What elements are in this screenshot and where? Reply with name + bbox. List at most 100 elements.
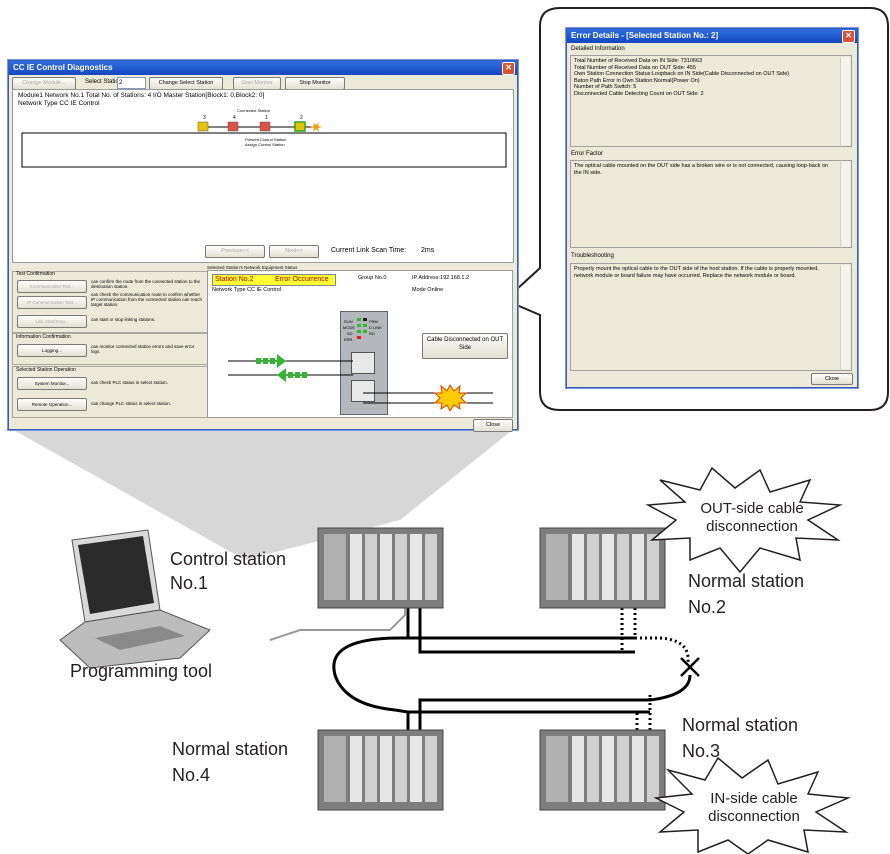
detail-line: Total Number of Received Data on IN Side… — [574, 58, 703, 64]
station-2-icon — [294, 121, 306, 132]
detail-line: Own Station Connection Status:Loopback o… — [574, 71, 790, 78]
station-number-2: 2 — [300, 115, 303, 121]
detailed-information-label: Detailed Information — [571, 46, 625, 52]
topology-stations — [197, 121, 322, 132]
station-status-highlight: Station No.2 Error Occurrence — [212, 274, 336, 286]
in-port-icon — [351, 352, 375, 374]
select-station-input[interactable]: 2 — [117, 77, 146, 89]
present-control-station-label: Present Control Station — [245, 137, 287, 142]
out-side-burst-line1: OUT-side cable — [700, 500, 804, 517]
logging-button[interactable]: Logging... — [17, 344, 87, 357]
led-dlink-label: D LINK — [369, 325, 382, 330]
diagnostics-titlebar: CC IE Control Diagnostics ✕ — [9, 61, 517, 75]
remote-operation-button[interactable]: Remote Operation... — [17, 398, 87, 411]
control-station-number: No.1 — [170, 573, 209, 593]
cable-disconnected-out-side-button[interactable]: Cable Disconnected on OUT Side — [422, 333, 508, 359]
select-station-label: Select Station — [85, 79, 123, 85]
error-details-titlebar: Error Details - [Selected Station No.: 2… — [567, 29, 857, 43]
station-number-1: 1 — [265, 115, 268, 121]
equipment-network-type: Network Type CC IE Control — [212, 287, 281, 293]
detail-line: Number of Path Switch: 5 — [574, 84, 637, 91]
error-burst-icon — [433, 384, 468, 411]
logging-desc: can monitor connected station errors and… — [91, 344, 195, 354]
detail-line: Disconnected Cable Detecting Count on OU… — [574, 90, 704, 97]
test-confirmation-group: Test Confirmation Communication Test... … — [12, 271, 208, 333]
information-confirmation-title: Information Confirmation — [16, 334, 71, 340]
network-module-image: RUN MODE SD ERR. PRM D LINK RD — [340, 311, 388, 415]
detail-line: Total Number of Received Data on OUT Sid… — [574, 64, 696, 71]
led-rd-icon — [363, 330, 367, 333]
normal-station-4-number: No.4 — [172, 765, 211, 785]
led-mode-icon — [357, 324, 361, 327]
green-arrow-left-icon — [277, 368, 307, 382]
mode-online: Mode Online — [412, 287, 444, 293]
error-details-title: Error Details - [Selected Station No.: 2… — [571, 31, 719, 40]
station-4-icon — [227, 121, 239, 132]
led-run-label: RUN — [344, 319, 353, 324]
led-dlink-icon — [363, 324, 367, 327]
led-err-label: ERR. — [344, 337, 354, 342]
communication-test-button[interactable]: Communication Test... — [17, 280, 87, 293]
in-side-burst-line2: disconnection — [708, 808, 800, 825]
in-side-burst — [653, 756, 851, 854]
error-details-close-button[interactable]: Close — [811, 373, 853, 385]
test-confirmation-title: Test Confirmation — [16, 271, 55, 277]
ip-communication-test-desc: can check the communication route to con… — [91, 292, 202, 307]
troubleshooting-box[interactable]: Properly mount the optical cable to the … — [570, 263, 852, 371]
out-side-burst — [645, 466, 843, 574]
ip-address: IP Address:192.168.1.2 — [412, 275, 470, 281]
diagnostics-title: CC IE Control Diagnostics — [13, 63, 113, 72]
control-station-label: Control station — [170, 549, 287, 569]
out-port-icon — [351, 380, 375, 402]
detail-line: Baton Path Error in Own Station:Normal(P… — [574, 77, 700, 84]
led-prm-icon — [363, 318, 367, 321]
selected-station-operation-title: Selected Station Operation — [16, 367, 76, 373]
out-side-burst-line2: disconnection — [706, 518, 798, 535]
previous-button[interactable]: Previous<< — [205, 245, 265, 258]
close-icon[interactable]: ✕ — [842, 30, 855, 43]
equipment-status-panel: Station No.2 Error Occurrence Group No.0… — [207, 270, 513, 418]
port-cables — [228, 354, 493, 411]
scan-time-value: 2ms — [421, 247, 435, 254]
station-3-icon — [197, 121, 209, 132]
detailed-information-box[interactable]: Total Number of Received Data on IN Side… — [570, 55, 852, 147]
led-sd-icon — [357, 330, 361, 333]
group-number: Group No.0 — [358, 275, 387, 281]
system-monitor-button[interactable]: System Monitor... — [17, 377, 87, 390]
led-err-icon — [357, 336, 361, 339]
dotted-cables — [620, 608, 690, 745]
in-side-burst-line1: IN-side cable — [710, 790, 798, 807]
system-monitor-desc: can check PLC status in select station. — [91, 380, 169, 385]
error-factor-box[interactable]: The optical cable mounted on the OUT sid… — [570, 160, 852, 248]
link-start-stop-button[interactable]: Link Start/Stop... — [17, 315, 87, 328]
scan-time-label: Current Link Scan Time: — [331, 247, 407, 254]
led-mode-label: MODE — [343, 325, 355, 330]
projection-beam — [10, 428, 515, 560]
diagnostics-close-button[interactable]: Close — [473, 419, 513, 432]
disconnection-x-icon — [680, 657, 700, 677]
programming-tool-label: Programming tool — [70, 661, 213, 681]
scrollbar[interactable] — [840, 162, 850, 246]
ip-communication-test-button[interactable]: IP Communication Test... — [17, 296, 87, 309]
normal-station-2-number: No.2 — [688, 597, 727, 617]
remote-operation-desc: can change PLC status in select station. — [91, 401, 172, 406]
link-start-stop-desc: can start or stop linking stations. — [91, 317, 156, 322]
next-button[interactable]: Next>> — [269, 245, 319, 258]
equipment-status-title: Selected Station's Network Equipment Sta… — [207, 265, 298, 270]
scrollbar[interactable] — [840, 265, 850, 369]
led-sd-label: SD — [347, 331, 353, 336]
close-icon[interactable]: ✕ — [502, 62, 515, 75]
green-arrow-right-icon — [256, 354, 286, 368]
plc-rack-station-3 — [539, 729, 666, 811]
error-factor-label: Error Factor — [571, 151, 604, 157]
topology-panel: Module1 Network No.1 Total No. of Statio… — [12, 89, 514, 263]
scrollbar[interactable] — [840, 57, 850, 145]
normal-station-4-label: Normal station — [172, 739, 289, 759]
troubleshooting-text: Properly mount the optical cable to the … — [574, 266, 819, 279]
topology-loop — [21, 132, 507, 168]
normal-station-2-label: Normal station — [688, 571, 805, 591]
error-factor-text: The optical cable mounted on the OUT sid… — [574, 163, 828, 176]
station-number-4: 4 — [233, 115, 236, 121]
selected-station-operation-group: Selected Station Operation System Monito… — [12, 366, 208, 418]
plc-rack-station-1 — [317, 527, 444, 609]
